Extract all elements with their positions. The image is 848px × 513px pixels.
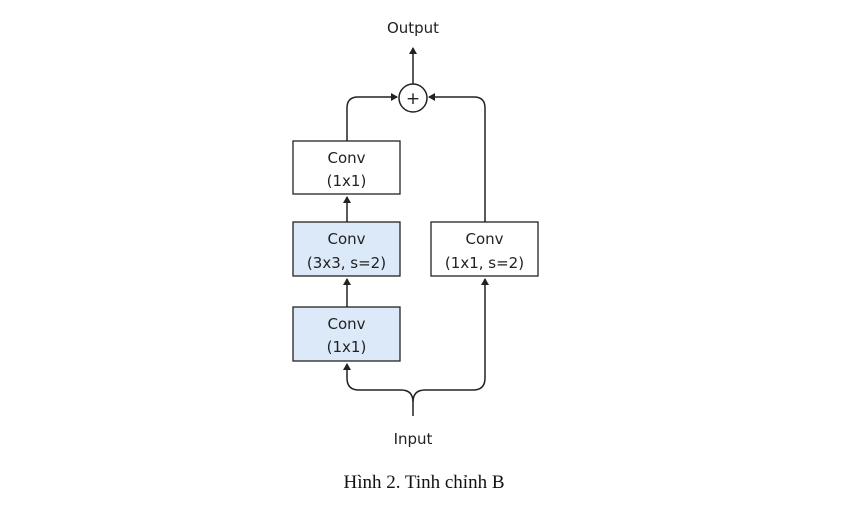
input-branch-right [412,278,489,403]
conv-bottom-line1: Conv [327,315,365,333]
conv-mid-line2: (3x3, s=2) [307,254,386,272]
output-label: Output [387,19,439,37]
conv-shortcut-line2: (1x1, s=2) [445,254,524,272]
shortcut-path-to-add [428,93,486,222]
add-node [398,83,428,113]
conv-block-top: Conv (1x1) [292,140,401,195]
conv-mid-line1: Conv [327,230,365,248]
resnet-block-diagram: Output + Conv (1x1) Conv (3x3, s=2) Conv… [292,19,539,448]
add-symbol: + [406,89,420,109]
conv-shortcut-line1: Conv [465,230,503,248]
conv-block-middle: Conv (3x3, s=2) [292,221,401,277]
figure-caption: Hình 2. Tinh chỉnh B [343,472,505,493]
conv-block-shortcut: Conv (1x1, s=2) [430,221,539,277]
input-label: Input [394,430,433,448]
conv-top-line2: (1x1) [327,172,367,190]
conv-block-bottom: Conv (1x1) [292,306,401,362]
input-branch-left [343,363,414,416]
conv-top-line1: Conv [327,149,365,167]
conv-bottom-line2: (1x1) [327,338,367,356]
main-path-to-add [346,93,398,141]
